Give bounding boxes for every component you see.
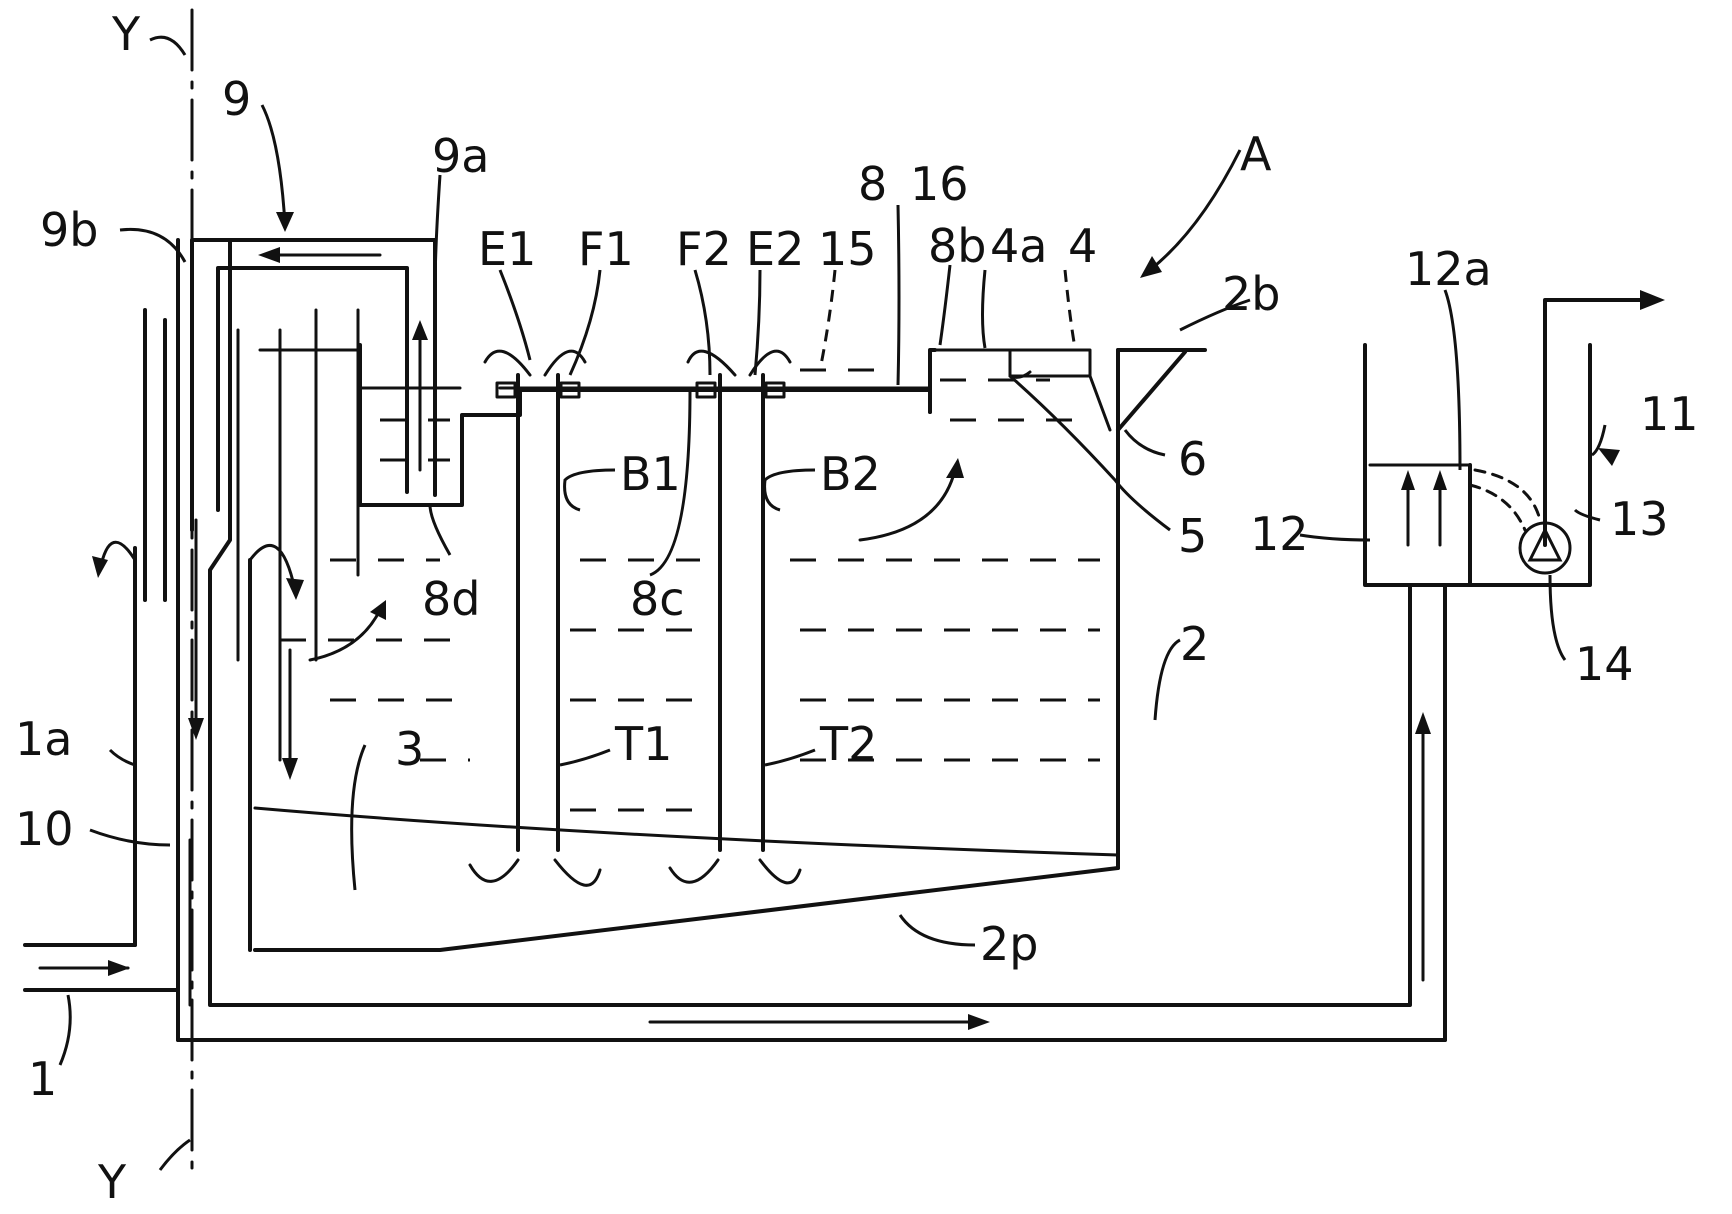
label-2p: 2p	[980, 917, 1038, 971]
label-10: 10	[15, 802, 74, 856]
left-collector	[143, 238, 1447, 1042]
label-16: 16	[910, 157, 969, 211]
label-B2: B2	[820, 447, 881, 501]
inlet-pipe	[23, 546, 180, 992]
siphon-pipe-9	[188, 238, 437, 762]
pump-chamber	[1363, 290, 1665, 587]
label-Y-bottom: Y	[97, 1155, 127, 1209]
label-5: 5	[1178, 509, 1207, 563]
flow-arrows	[92, 458, 964, 780]
label-2: 2	[1180, 617, 1209, 671]
label-1: 1	[28, 1052, 57, 1106]
label-Y-top: Y	[111, 7, 141, 61]
label-T2: T2	[819, 717, 877, 771]
label-4a: 4a	[990, 219, 1047, 273]
label-8b: 8b	[928, 219, 986, 273]
label-8c: 8c	[630, 572, 685, 626]
label-B1: B1	[620, 447, 681, 501]
leader-lines	[58, 35, 1620, 1171]
label-9b: 9b	[40, 203, 98, 257]
label-9: 9	[222, 72, 251, 126]
label-9a: 9a	[432, 129, 489, 183]
label-F1: F1	[578, 222, 634, 276]
label-F2: F2	[676, 222, 732, 276]
label-12: 12	[1250, 507, 1309, 561]
label-T1: T1	[614, 717, 672, 771]
label-15: 15	[818, 222, 877, 276]
label-8d: 8d	[422, 572, 480, 626]
label-3: 3	[395, 722, 424, 776]
liquid-dashes	[280, 368, 1100, 812]
label-13: 13	[1610, 492, 1669, 546]
label-11: 11	[1640, 387, 1699, 441]
label-1a: 1a	[15, 712, 72, 766]
label-4: 4	[1068, 219, 1097, 273]
reference-labels: Y Y 9 9a 9b E1 F1 F2 E2 15 8 16 8b 4a 4 …	[15, 7, 1699, 1209]
label-A: A	[1240, 127, 1272, 181]
main-tank	[253, 343, 1207, 952]
label-8: 8	[858, 157, 887, 211]
label-E1: E1	[478, 222, 536, 276]
tubes-t1-t2	[468, 349, 802, 887]
label-14: 14	[1575, 637, 1634, 691]
label-12a: 12a	[1405, 242, 1492, 296]
label-E2: E2	[746, 222, 804, 276]
label-2b: 2b	[1222, 267, 1280, 321]
label-6: 6	[1178, 432, 1207, 486]
